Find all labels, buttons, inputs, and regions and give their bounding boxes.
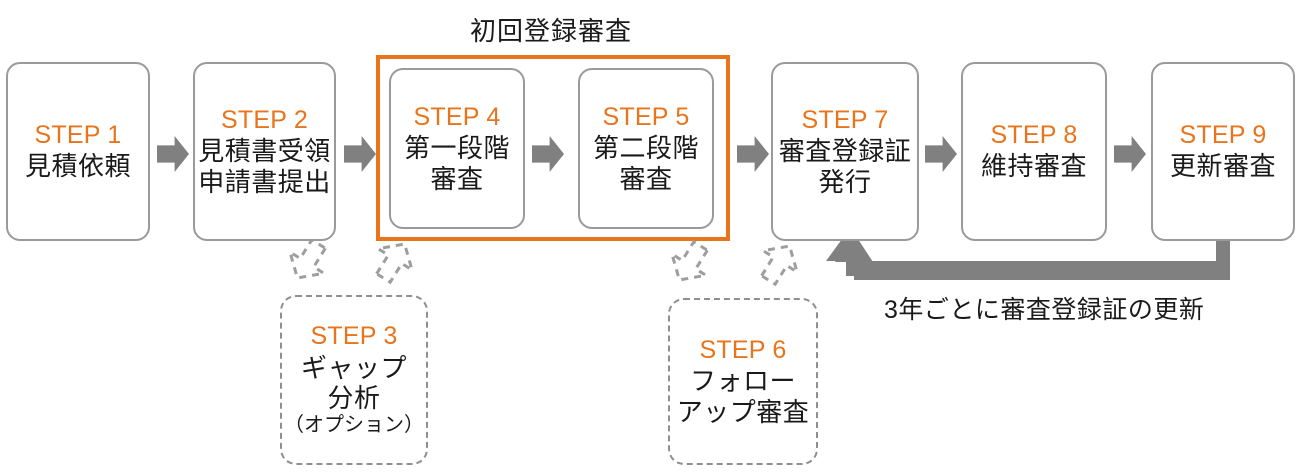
- step7-lines: 審査登録証 発行: [779, 136, 912, 197]
- arrow-step5-to-step7: [737, 136, 769, 172]
- step4-line-1: 第一段階: [403, 133, 510, 164]
- step4-title: STEP 4: [413, 102, 501, 131]
- step4-line-2: 審査: [430, 163, 484, 194]
- arrow-step1-to-step2: [157, 136, 189, 172]
- step7-line-1: 審査登録証: [778, 136, 912, 167]
- step5-line-1: 第二段階: [592, 133, 699, 164]
- step-box-step9[interactable]: STEP 9 更新審査: [1151, 62, 1295, 241]
- step9-line-1: 更新審査: [1169, 151, 1276, 182]
- step3-title: STEP 3: [310, 322, 398, 351]
- step-box-step4[interactable]: STEP 4 第一段階 審査: [389, 68, 525, 229]
- step6-lines: フォロー アップ審査: [677, 366, 810, 427]
- arrow-step2-to-step3-icon: [277, 230, 339, 292]
- initial-registration-audit-group: [376, 55, 730, 241]
- step3-line-3: （オプション）: [284, 414, 424, 437]
- step2-lines: 見積書受領 申請書提出: [198, 136, 331, 197]
- step6-line-1: フォロー: [689, 366, 796, 397]
- step7-title: STEP 7: [801, 105, 889, 134]
- step-box-step6[interactable]: STEP 6 フォロー アップ審査: [668, 298, 818, 465]
- step1-lines: 見積依頼: [25, 151, 131, 182]
- step8-lines: 維持審査: [981, 151, 1087, 182]
- arrow-step2-to-step4: [344, 136, 376, 172]
- step6-title: STEP 6: [699, 335, 787, 364]
- step7-line-2: 発行: [818, 166, 872, 197]
- step5-title: STEP 5: [602, 102, 690, 131]
- step9-lines: 更新審査: [1170, 151, 1276, 182]
- renewal-label: 3年ごとに審査登録証の更新: [884, 296, 1205, 324]
- step3-line-1: ギャップ: [300, 352, 407, 383]
- arrow-step6-to-step7-icon: [748, 232, 810, 294]
- arrow-step3-to-step4-icon: [363, 230, 425, 292]
- arrow-step5-to-step6-icon: [659, 232, 721, 294]
- step9-title: STEP 9: [1179, 120, 1267, 149]
- arrow-step8-to-step9: [1114, 136, 1146, 172]
- step-box-step2[interactable]: STEP 2 見積書受領 申請書提出: [193, 62, 336, 241]
- step-box-step1[interactable]: STEP 1 見積依頼: [6, 62, 150, 241]
- step2-line-1: 見積書受領: [198, 136, 331, 167]
- step1-line-1: 見積依頼: [24, 151, 131, 182]
- step5-line-2: 審査: [619, 163, 673, 194]
- step-box-step5[interactable]: STEP 5 第二段階 審査: [578, 68, 714, 229]
- step1-title: STEP 1: [34, 120, 122, 149]
- step2-title: STEP 2: [221, 105, 308, 134]
- step6-line-2: アップ審査: [676, 396, 810, 427]
- step4-lines: 第一段階 審査: [404, 133, 510, 194]
- step-box-step7[interactable]: STEP 7 審査登録証 発行: [771, 62, 919, 241]
- step3-lines: ギャップ 分析 （オプション）: [284, 353, 424, 438]
- step3-line-2: 分析: [327, 383, 381, 414]
- step-box-step8[interactable]: STEP 8 維持審査: [961, 62, 1107, 241]
- step2-line-2: 申請書提出: [198, 166, 331, 197]
- step8-line-1: 維持審査: [980, 151, 1087, 182]
- arrow-step7-to-step8: [925, 136, 957, 172]
- step5-lines: 第二段階 審査: [593, 133, 699, 194]
- step-box-step3[interactable]: STEP 3 ギャップ 分析 （オプション）: [280, 295, 428, 465]
- group-label: 初回登録審査: [470, 16, 633, 46]
- step8-title: STEP 8: [990, 120, 1078, 149]
